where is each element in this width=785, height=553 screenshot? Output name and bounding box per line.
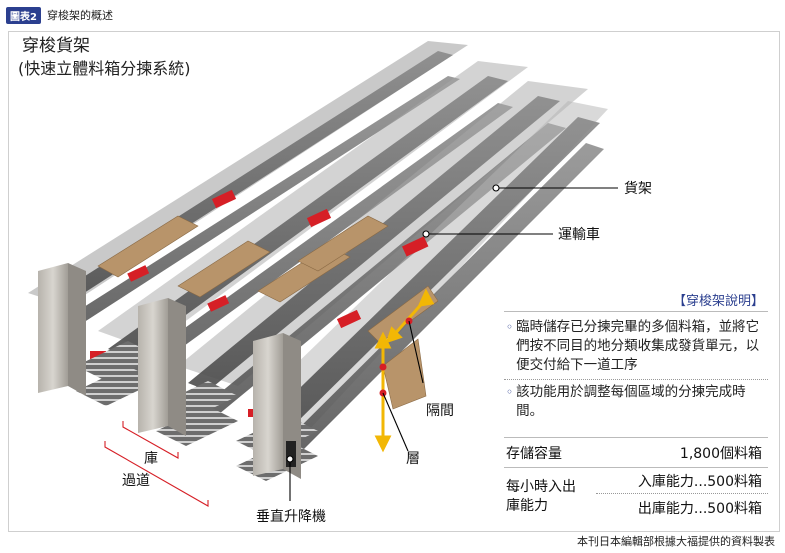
figure-header: 圖表2 穿梭架的概述 xyxy=(6,6,113,24)
callout-layer: 層 xyxy=(406,451,420,467)
inbound-capacity: 入庫能力...500料箱 xyxy=(637,474,762,490)
figure-badge: 圖表2 xyxy=(6,6,41,24)
capacity-label: 存儲容量 xyxy=(506,446,562,462)
bullet-dot-icon: ◦ xyxy=(506,320,514,334)
heading-rule xyxy=(504,311,768,312)
shuttle-rack-illustration xyxy=(28,41,618,507)
callout-rack: 貨架 xyxy=(624,181,652,197)
capacity-rule xyxy=(504,467,768,468)
shuttle-car-group xyxy=(90,189,429,417)
callout-interval: 隔間 xyxy=(426,403,454,419)
callout-aisle: 過道 xyxy=(122,473,150,489)
description-heading: 【穿梭架說明】 xyxy=(672,294,764,309)
table-top-rule xyxy=(504,437,768,438)
description-bullet-2: ◦該功能用於調整每個區域的分揀完成時間。 xyxy=(506,384,746,419)
bullet-divider xyxy=(504,379,768,380)
vertical-lift-group xyxy=(38,263,301,479)
description-bullet-1: ◦臨時儲存已分揀完畢的多個料箱，並將它們按不同目的地分類收集成發貨單元，以便交付… xyxy=(506,319,760,373)
illustration-title: 穿梭貨架 xyxy=(22,36,90,56)
source-note: 本刊日本編輯部根據大福提供的資料製表 xyxy=(577,535,775,548)
callout-transport: 運輸車 xyxy=(558,227,600,243)
outbound-capacity: 出庫能力...500料箱 xyxy=(637,501,762,517)
throughput-label: 每小時入出庫能力 xyxy=(506,479,576,514)
capacity-value: 1,800個料箱 xyxy=(679,446,762,462)
figure-title: 穿梭架的概述 xyxy=(46,9,113,22)
callout-lines xyxy=(286,184,618,501)
rack-row-4 xyxy=(258,101,608,457)
tote-group xyxy=(97,215,439,410)
description-box: 【穿梭架說明】 ◦臨時儲存已分揀完畢的多個料箱，並將它們按不同目的地分類收集成發… xyxy=(500,284,772,524)
dimension-brackets xyxy=(104,421,209,507)
illustration-subtitle: (快速立體料箱分揀系統) xyxy=(18,59,191,78)
bullet-dot-icon: ◦ xyxy=(506,385,514,399)
dimension-arrows xyxy=(374,288,435,453)
throughput-divider xyxy=(596,493,768,494)
callout-lift: 垂直升降機 xyxy=(256,509,326,525)
callout-storage: 庫 xyxy=(144,451,158,467)
